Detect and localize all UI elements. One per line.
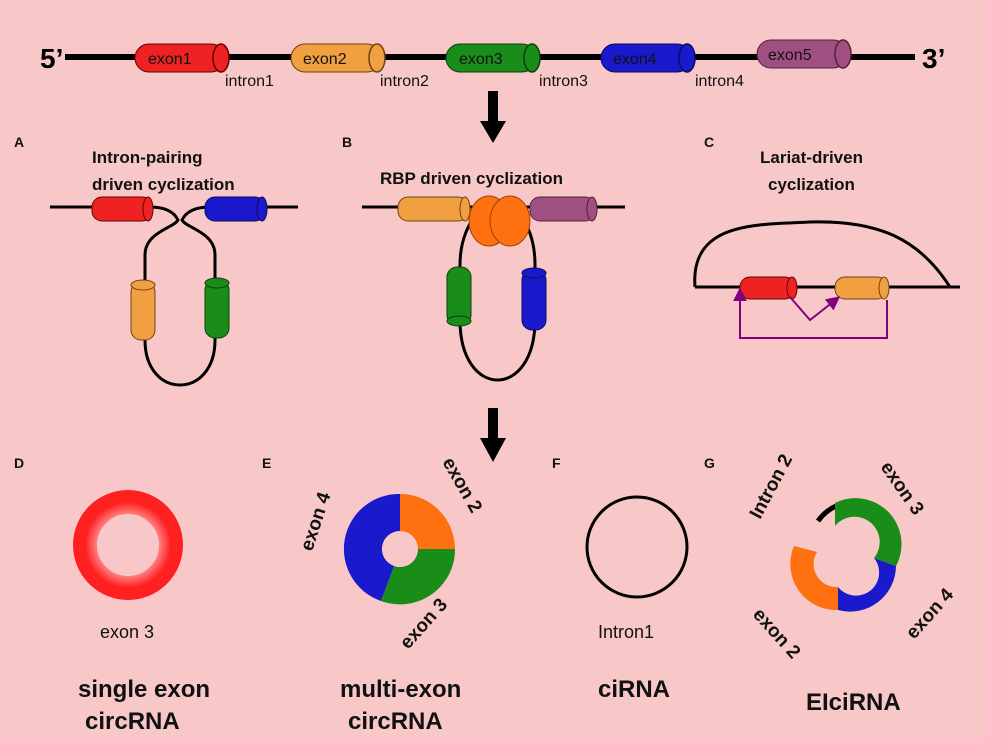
- panel-a-orange-exon: [130, 281, 156, 341]
- exon2-label: exon2: [303, 51, 347, 68]
- exon1-segment: exon1: [134, 43, 230, 73]
- eicirna-ring: [790, 498, 902, 612]
- panel-e-exon2-label: exon 2: [438, 454, 486, 517]
- panel-e-name-line2: circRNA: [348, 708, 443, 735]
- exon4-label: exon4: [613, 51, 657, 68]
- panel-d-letter: D: [14, 455, 24, 471]
- panel-d-name-line2: circRNA: [85, 708, 180, 735]
- intron2-label: intron2: [380, 73, 429, 90]
- panel-e: E exon 4 exon 2 exon 3 multi-exon circRN…: [262, 454, 486, 735]
- panel-b-orange-exon: [397, 196, 469, 222]
- panel-g-letter: G: [704, 455, 715, 471]
- intron4-label: intron4: [695, 73, 744, 90]
- exon3-segment: exon3: [445, 43, 541, 73]
- three-prime-label: 3’: [922, 43, 945, 74]
- panel-c-title-line1: Lariat-driven: [760, 148, 863, 167]
- panel-g-exon2-label: exon 2: [748, 604, 804, 663]
- panel-a: A Intron-pairing driven cyclization: [14, 134, 298, 387]
- panel-c-letter: C: [704, 134, 714, 150]
- panel-a-green-exon: [204, 279, 230, 339]
- intron3-label: intron3: [539, 73, 588, 90]
- exon4-segment: exon4: [600, 43, 696, 73]
- panel-a-title-line1: Intron-pairing: [92, 148, 202, 167]
- panel-a-title-line2: driven cyclization: [92, 175, 235, 194]
- panel-d-name-line1: single exon: [78, 676, 210, 703]
- down-arrow-top: [480, 91, 506, 143]
- exon3-label: exon3: [459, 51, 503, 68]
- five-prime-label: 5’: [40, 43, 63, 74]
- panel-f-letter: F: [552, 455, 561, 471]
- panel-f-intron-label: Intron1: [598, 622, 654, 642]
- panel-b-rbp-right: [489, 195, 531, 247]
- panel-a-rna-strand: [50, 205, 298, 387]
- cirna-ring: [585, 495, 689, 599]
- exon1-label: exon1: [148, 51, 192, 68]
- panel-c-title-line2: cyclization: [768, 175, 855, 194]
- multi-exon-circrna-ring: [343, 493, 456, 605]
- panel-f: F Intron1 ciRNA: [552, 455, 689, 703]
- panel-b-title: RBP driven cyclization: [380, 169, 563, 188]
- panel-e-exon4-label: exon 4: [297, 489, 336, 553]
- panel-a-letter: A: [14, 134, 24, 150]
- panel-d-exon-label: exon 3: [100, 622, 154, 642]
- panel-g-exon4-label: exon 4: [902, 584, 958, 643]
- panel-b: B RBP driven cyclization: [342, 134, 625, 382]
- panel-e-letter: E: [262, 455, 271, 471]
- panel-b-purple-exon: [529, 196, 596, 222]
- panel-c-lariat-strand: [693, 220, 960, 289]
- panel-c-backsplice-arrow: [733, 287, 888, 339]
- panel-c: C Lariat-driven cyclization: [693, 134, 960, 339]
- panel-f-name: ciRNA: [598, 676, 670, 703]
- panel-d: D exon 3 single exon circRNA: [14, 455, 210, 735]
- down-arrow-middle: [480, 408, 506, 462]
- exon2-segment: exon2: [290, 43, 386, 73]
- single-exon-circrna-ring: [73, 490, 183, 600]
- panel-g-intron2-label: Intron 2: [746, 451, 797, 522]
- panel-b-letter: B: [342, 134, 352, 150]
- gene-structure: 5’ 3’ exon1 exon2 exon3 exon4 exon5 intr: [40, 39, 945, 90]
- panel-e-name-line1: multi-exon: [340, 676, 461, 703]
- exon5-label: exon5: [768, 47, 812, 64]
- panel-a-blue-exon: [204, 196, 266, 222]
- panel-g: G Intron 2 exon 3 exon 4 exon 2 EIciRNA: [704, 451, 958, 716]
- panel-b-blue-exon: [521, 269, 547, 331]
- intron1-label: intron1: [225, 73, 274, 90]
- panel-g-name: EIciRNA: [806, 689, 901, 716]
- panel-b-rna-strand: [362, 205, 625, 382]
- panel-c-splice-arrow: [789, 296, 841, 322]
- exon5-segment: exon5: [756, 39, 852, 69]
